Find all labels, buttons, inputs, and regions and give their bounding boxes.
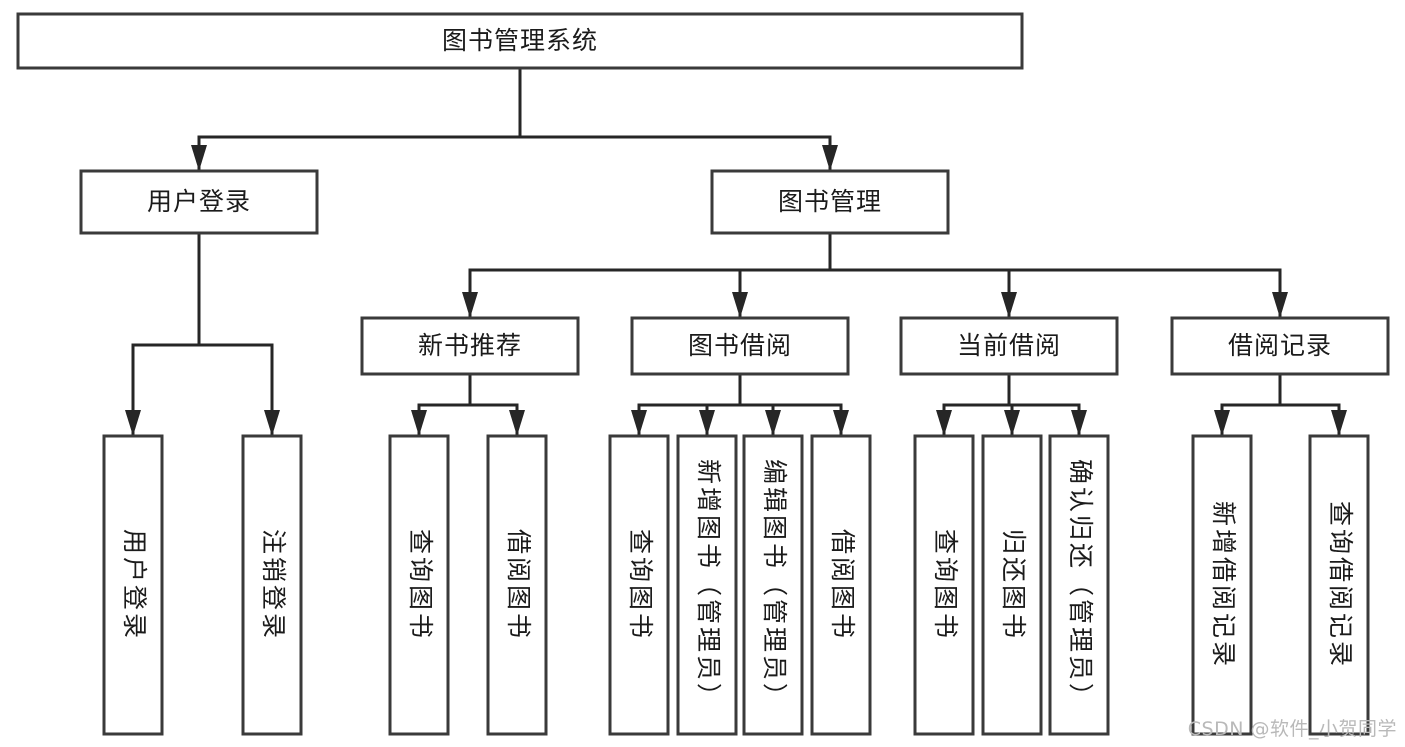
node-box <box>710 169 950 235</box>
node-借阅图书-leaf[interactable]: 借阅图书 <box>810 434 872 736</box>
node-编辑图书管理员-leaf[interactable]: 编辑图书（管理员） <box>742 434 804 736</box>
arrow-head-icon <box>411 410 427 436</box>
node-box <box>79 169 319 235</box>
node-用户登录-level2[interactable]: 用户登录 <box>79 169 319 235</box>
arrow-head-icon <box>1214 410 1230 436</box>
node-box <box>810 434 872 736</box>
node-box <box>388 434 450 736</box>
arrow-head-icon <box>125 410 141 436</box>
node-box <box>1308 434 1370 736</box>
arrow-head-icon <box>631 410 647 436</box>
node-注销登录-leaf[interactable]: 注销登录 <box>241 434 303 736</box>
node-label: 新书推荐 <box>418 331 522 360</box>
node-label: 归还图书 <box>999 529 1028 641</box>
node-box <box>899 316 1119 376</box>
arrow-head-icon <box>509 410 525 436</box>
node-label: 当前借阅 <box>957 331 1061 360</box>
node-box <box>630 316 850 376</box>
node-label: 查询图书 <box>931 529 960 641</box>
node-layer: 图书管理系统用户登录图书管理新书推荐图书借阅当前借阅借阅记录用户登录注销登录查询… <box>16 12 1390 736</box>
node-box <box>486 434 548 736</box>
node-label: 图书管理 <box>778 187 882 216</box>
node-用户登录-leaf[interactable]: 用户登录 <box>102 434 164 736</box>
node-查询图书-leaf[interactable]: 查询图书 <box>913 434 975 736</box>
node-确认归还管理员-leaf[interactable]: 确认归还（管理员） <box>1048 434 1110 736</box>
arrow-head-icon <box>765 410 781 436</box>
arrow-head-icon <box>699 410 715 436</box>
node-label: 新增借阅记录 <box>1209 501 1238 669</box>
node-新增图书管理员-leaf[interactable]: 新增图书（管理员） <box>676 434 738 736</box>
node-label: 用户登录 <box>147 187 251 216</box>
node-box <box>676 434 738 736</box>
arrow-head-icon <box>191 145 207 171</box>
node-box <box>1048 434 1110 736</box>
arrow-head-icon <box>264 410 280 436</box>
node-label: 新增图书（管理员） <box>694 459 723 711</box>
node-借阅记录-level3[interactable]: 借阅记录 <box>1170 316 1390 376</box>
node-label: 查询借阅记录 <box>1326 501 1355 669</box>
node-图书借阅-level3[interactable]: 图书借阅 <box>630 316 850 376</box>
arrow-head-icon <box>1001 292 1017 318</box>
node-查询图书-leaf[interactable]: 查询图书 <box>608 434 670 736</box>
node-label: 查询图书 <box>626 529 655 641</box>
node-label: 确认归还（管理员） <box>1066 459 1095 711</box>
node-label: 查询图书 <box>406 529 435 641</box>
node-box <box>1170 316 1390 376</box>
node-当前借阅-level3[interactable]: 当前借阅 <box>899 316 1119 376</box>
arrow-head-icon <box>833 410 849 436</box>
node-label: 借阅图书 <box>504 529 533 641</box>
node-查询图书-leaf[interactable]: 查询图书 <box>388 434 450 736</box>
arrow-head-icon <box>936 410 952 436</box>
node-box <box>102 434 164 736</box>
node-box <box>608 434 670 736</box>
arrow-head-icon <box>1071 410 1087 436</box>
node-图书管理-level2[interactable]: 图书管理 <box>710 169 950 235</box>
arrow-head-icon <box>1004 410 1020 436</box>
node-新书推荐-level3[interactable]: 新书推荐 <box>360 316 580 376</box>
arrow-head-icon <box>1272 292 1288 318</box>
node-box <box>360 316 580 376</box>
node-查询借阅记录-leaf[interactable]: 查询借阅记录 <box>1308 434 1370 736</box>
node-box <box>981 434 1043 736</box>
node-label: 借阅记录 <box>1228 331 1332 360</box>
node-box <box>241 434 303 736</box>
node-label: 图书借阅 <box>688 331 792 360</box>
arrow-head-icon <box>1331 410 1347 436</box>
node-label: 图书管理系统 <box>442 26 598 55</box>
node-box <box>913 434 975 736</box>
node-新增借阅记录-leaf[interactable]: 新增借阅记录 <box>1191 434 1253 736</box>
node-box <box>742 434 804 736</box>
node-label: 编辑图书（管理员） <box>760 459 789 711</box>
node-box <box>16 12 1024 70</box>
node-图书管理系统-root[interactable]: 图书管理系统 <box>16 12 1024 70</box>
node-label: 借阅图书 <box>828 529 857 641</box>
node-归还图书-leaf[interactable]: 归还图书 <box>981 434 1043 736</box>
node-box <box>1191 434 1253 736</box>
arrow-head-icon <box>732 292 748 318</box>
node-label: 用户登录 <box>120 529 149 641</box>
node-label: 注销登录 <box>259 529 288 641</box>
watermark-label: CSDN @软件_小贺同学 <box>1187 718 1397 740</box>
arrow-head-icon <box>822 145 838 171</box>
arrow-head-icon <box>462 292 478 318</box>
node-借阅图书-leaf[interactable]: 借阅图书 <box>486 434 548 736</box>
connector-layer <box>125 66 1347 436</box>
